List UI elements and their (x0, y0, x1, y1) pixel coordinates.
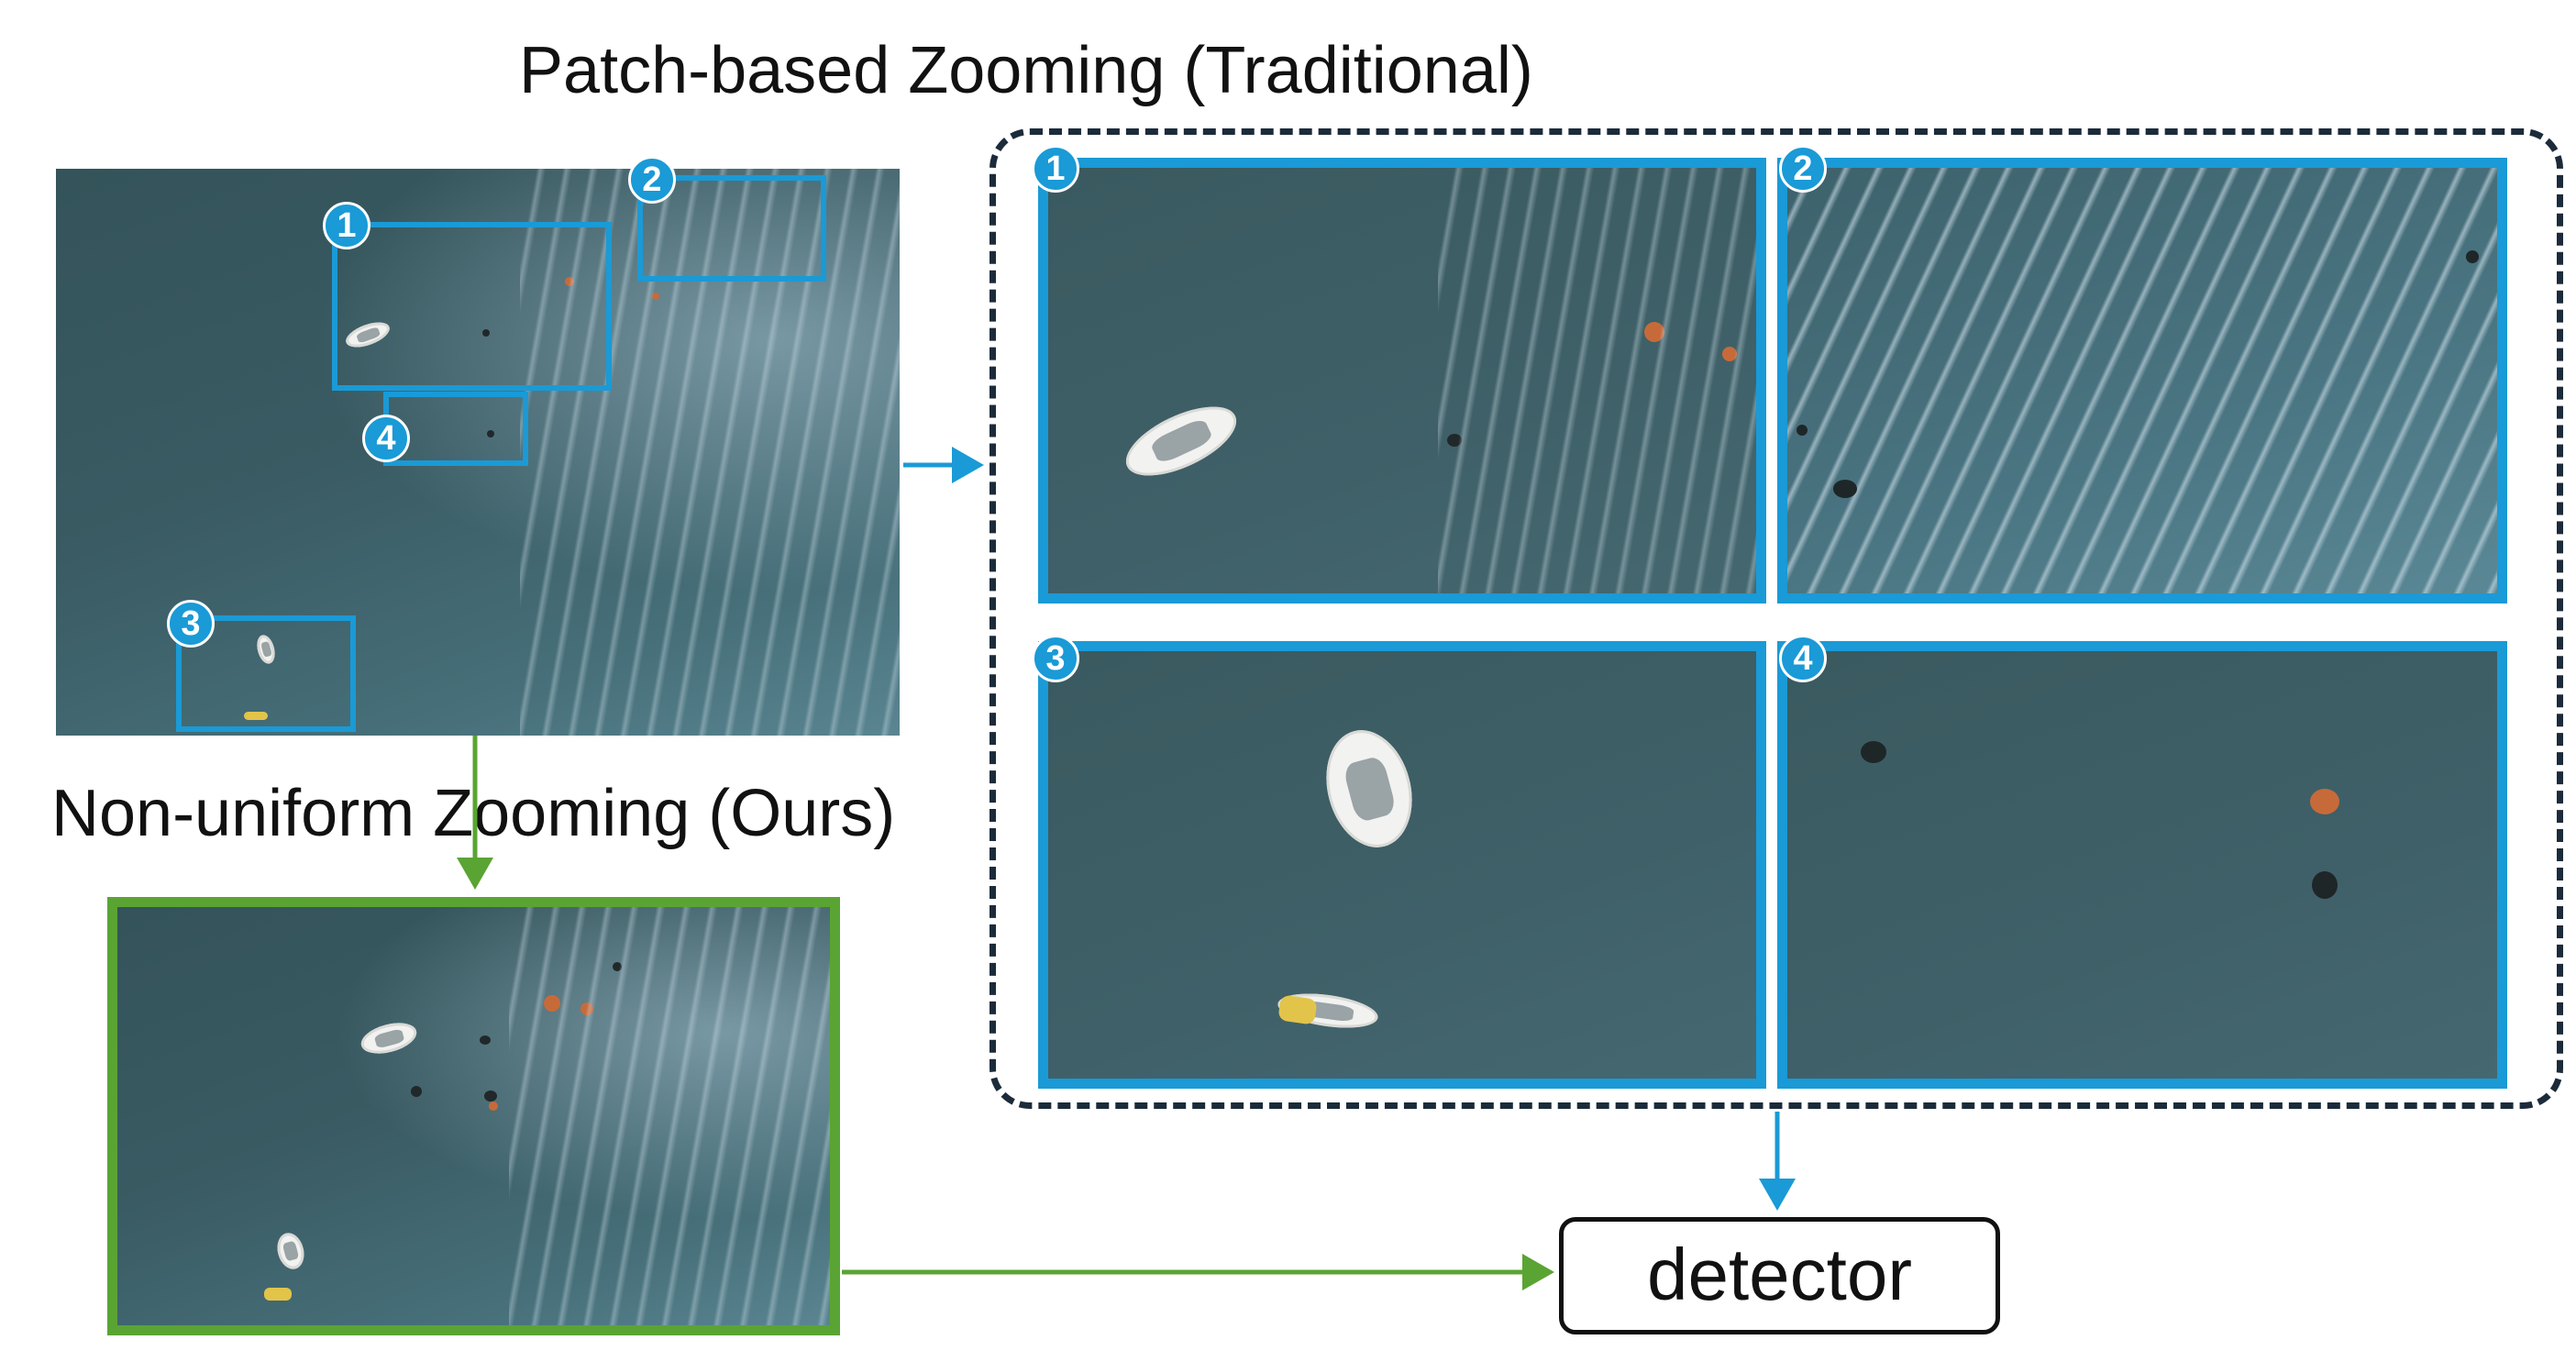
swimmer-object (411, 1086, 422, 1097)
patch-results-container (989, 128, 2563, 1109)
zoomed-patch-4 (1777, 641, 2507, 1089)
swimmer-object (1833, 480, 1857, 498)
detector-label: detector (1646, 1234, 1913, 1315)
non-uniform-zoomed-image (107, 897, 840, 1335)
swimmer-object (480, 1035, 491, 1045)
badge-3-icon: 3 (167, 600, 215, 648)
swimmer-object (487, 430, 494, 437)
swimmer-object (1797, 425, 1808, 436)
swimmer-object (2310, 789, 2339, 814)
badge-4-icon: 4 (1779, 635, 1827, 682)
badge-1-icon: 1 (1032, 145, 1079, 193)
patch-based-title: Patch-based Zooming (Traditional) (519, 34, 1533, 107)
badge-2-icon: 2 (1779, 145, 1827, 193)
patch-box-2 (637, 175, 826, 282)
original-aerial-image (56, 169, 900, 736)
patch-box-1 (332, 222, 612, 391)
kayak-object (264, 1288, 292, 1301)
detector-box: detector (1559, 1217, 2000, 1334)
badge-3-icon: 3 (1032, 635, 1079, 682)
swimmer-object (1861, 741, 1886, 763)
swimmer-object (2312, 871, 2338, 899)
kayak-object (244, 712, 268, 720)
zoomed-patch-3 (1038, 641, 1766, 1089)
zoomed-patch-2 (1777, 158, 2507, 603)
swimmer-object (484, 1091, 497, 1102)
swimmer-object (489, 1102, 498, 1111)
badge-4-icon: 4 (362, 415, 410, 462)
patch-box-3 (176, 615, 356, 732)
badge-2-icon: 2 (628, 156, 676, 204)
swimmer-object (2466, 250, 2479, 263)
badge-1-icon: 1 (323, 202, 370, 249)
swimmer-object (482, 329, 490, 337)
zoomed-patch-1 (1038, 158, 1766, 603)
